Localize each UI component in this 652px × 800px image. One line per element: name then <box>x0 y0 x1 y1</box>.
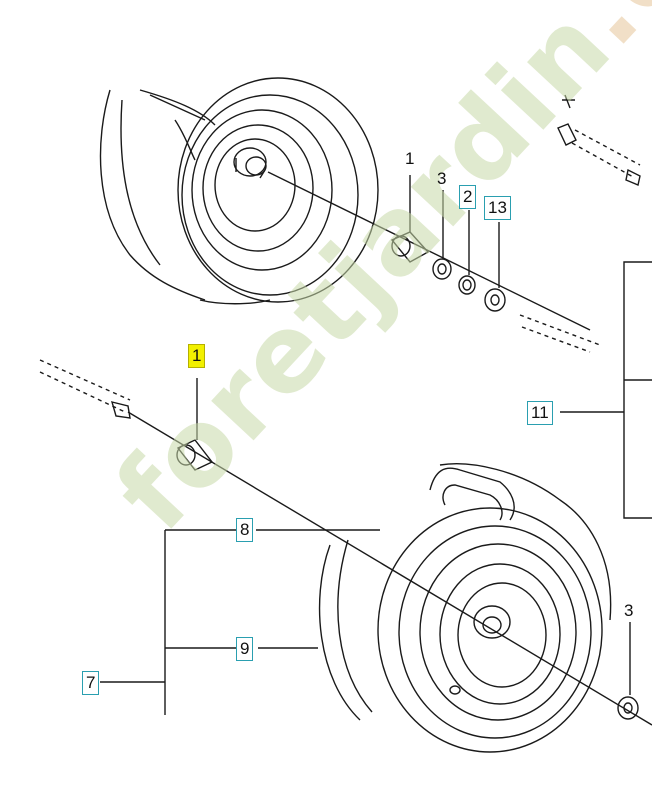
washer-2 <box>458 275 476 295</box>
ring-3-bottom <box>617 696 639 720</box>
callout-2[interactable]: 2 <box>459 185 477 209</box>
callout-1-mid[interactable]: 1 <box>188 344 206 368</box>
callout-8[interactable]: 8 <box>236 518 254 542</box>
callout-3-top: 3 <box>437 169 447 188</box>
ring-3-top <box>432 258 452 280</box>
callout-11[interactable]: 11 <box>527 401 553 425</box>
bracket-11 <box>623 261 652 519</box>
callout-9[interactable]: 9 <box>236 637 254 661</box>
callout-1-top: 1 <box>405 149 415 168</box>
lower-wheel <box>318 463 612 753</box>
lower-axle <box>127 411 652 726</box>
upper-axle <box>267 171 591 331</box>
washer-13 <box>484 288 506 312</box>
callout-7[interactable]: 7 <box>82 671 100 695</box>
upper-wheel <box>99 77 379 305</box>
callout-13[interactable]: 13 <box>484 196 511 220</box>
bushing-1-top <box>390 231 430 263</box>
bushing-1-mid <box>176 439 214 471</box>
callout-3-bottom: 3 <box>624 601 634 620</box>
